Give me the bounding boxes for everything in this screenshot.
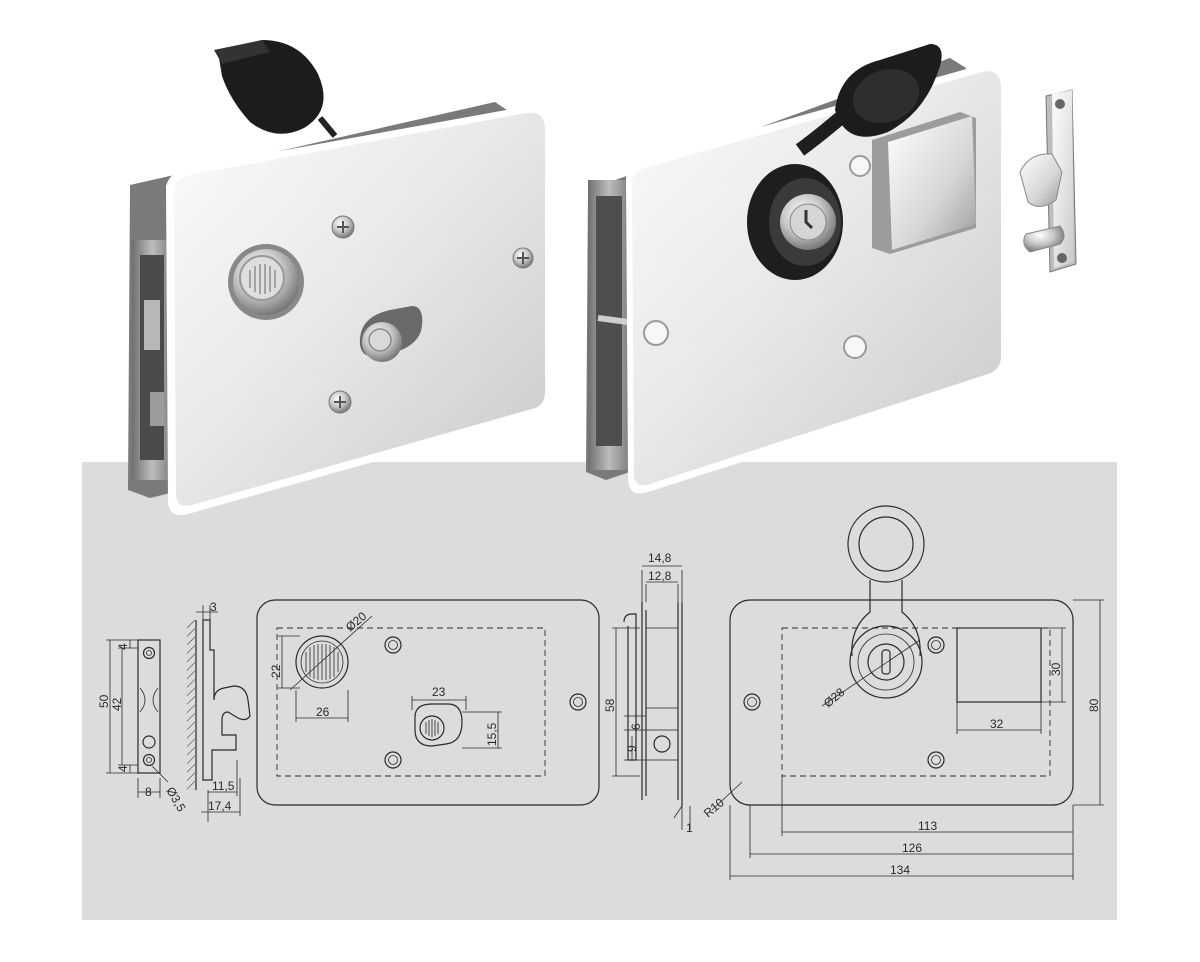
turn-knob <box>228 244 304 320</box>
dim-back-height: 80 <box>1087 698 1101 712</box>
lock-photo-back <box>586 44 1008 494</box>
indicator-knob <box>359 306 423 362</box>
dim-knob-width: 26 <box>316 705 330 719</box>
dim-strike-edge-top: 4 <box>116 643 130 650</box>
dim-slot-height: 15,5 <box>485 722 499 746</box>
front-view-drawing: Ø20 22 26 23 15,5 <box>256 599 600 806</box>
phillips-screw-icon <box>328 215 534 414</box>
dim-top-gap: 3 <box>210 600 217 614</box>
rubber-cap-icon <box>214 40 338 138</box>
dim-strike-height: 50 <box>97 694 111 708</box>
dim-knob-height: 22 <box>269 664 283 678</box>
dim-hook: 11,5 <box>212 779 235 793</box>
pull-button <box>872 112 976 254</box>
dim-slot-width: 23 <box>432 685 446 699</box>
dim-side-plate: 1 <box>686 821 693 835</box>
side-view-drawing: 14,8 12,8 58 6 9 1 <box>603 551 693 835</box>
dim-strike-edge-bottom: 4 <box>116 765 130 772</box>
strike-drawing: 50 42 4 4 8 Ø3,5 3 11,5 17,4 <box>97 600 251 822</box>
dim-side-height: 58 <box>603 698 617 712</box>
dim-side-outer: 14,8 <box>648 551 672 565</box>
dim-side-6: 6 <box>629 723 643 730</box>
dim-width-134: 134 <box>890 863 910 877</box>
lock-photo-front <box>128 40 552 516</box>
dim-strike-inner: 42 <box>110 697 124 711</box>
dim-width-113: 113 <box>918 819 937 833</box>
dim-side-9: 9 <box>625 745 639 752</box>
dim-strike-width: 8 <box>145 785 152 799</box>
key-cylinder-icon <box>747 44 942 280</box>
dim-width-126: 126 <box>902 841 922 855</box>
dim-square-width: 32 <box>990 717 1004 731</box>
dim-square-height: 30 <box>1049 662 1063 676</box>
strike-photo <box>1019 89 1077 273</box>
dim-side-inner: 12,8 <box>648 569 672 583</box>
dim-depth: 17,4 <box>208 799 232 813</box>
